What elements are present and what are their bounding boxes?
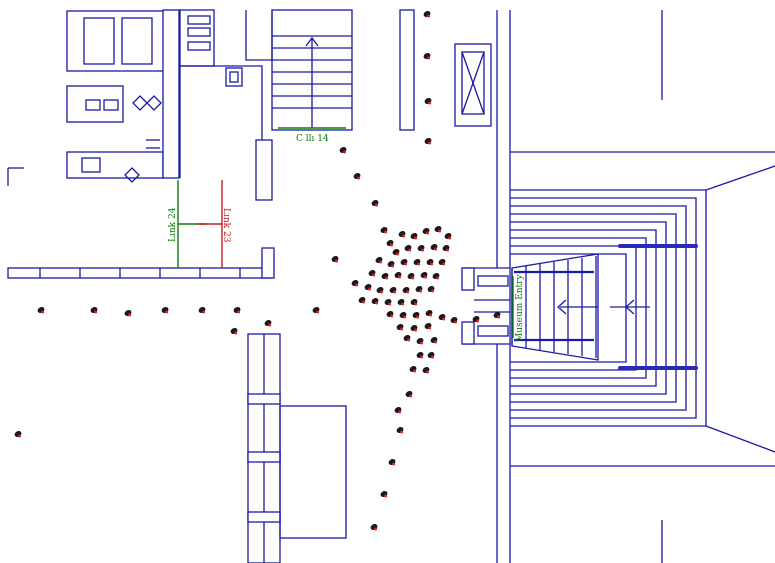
pedestrian-agent — [380, 226, 388, 234]
pedestrian-agent — [412, 311, 420, 319]
pedestrian-agent — [416, 351, 424, 359]
pedestrian-agent — [427, 351, 435, 359]
pedestrian-agent — [434, 225, 442, 233]
pedestrian-agent — [394, 271, 402, 279]
pedestrian-agent — [416, 337, 424, 345]
pedestrian-agent — [409, 365, 417, 373]
pedestrian-agent — [381, 272, 389, 280]
pedestrian-agent — [410, 232, 418, 240]
pedestrian-agent — [423, 10, 431, 18]
pedestrian-agent — [403, 334, 411, 342]
pedestrian-agent — [444, 232, 452, 240]
pedestrian-agent — [420, 271, 428, 279]
pedestrian-agent — [351, 279, 359, 287]
pedestrian-agent — [388, 458, 396, 466]
pedestrian-agent — [425, 309, 433, 317]
pedestrian-agent — [198, 306, 206, 314]
gate-museum-entry: Museum Entry — [512, 274, 525, 342]
right-building — [454, 10, 663, 563]
gate-link-23-label: Lınk 23 — [221, 208, 231, 243]
pedestrian-agent — [402, 286, 410, 294]
pedestrian-agent — [399, 311, 407, 319]
pedestrian-agent — [424, 137, 432, 145]
central-core — [7, 9, 415, 279]
pedestrian-agent — [472, 315, 480, 323]
pedestrian-agent — [427, 285, 435, 293]
pedestrian-agent — [387, 260, 395, 268]
pedestrian-agent — [438, 313, 446, 321]
pedestrian-agent — [417, 244, 425, 252]
pedestrian-agent — [422, 227, 430, 235]
pedestrian-agent — [230, 327, 238, 335]
pedestrian-agent — [371, 199, 379, 207]
pedestrian-agent — [376, 286, 384, 294]
pedestrian-agent — [90, 306, 98, 314]
pedestrian-agent — [404, 244, 412, 252]
pedestrian-agent — [438, 258, 446, 266]
pedestrian-agent — [410, 324, 418, 332]
pedestrian-agent — [264, 319, 272, 327]
pedestrian-agent — [233, 306, 241, 314]
pedestrian-agent — [384, 298, 392, 306]
pedestrian-agent — [161, 306, 169, 314]
gate-top: C llı 14 — [278, 127, 346, 144]
pedestrian-agent — [398, 230, 406, 238]
pedestrian-agent — [432, 272, 440, 280]
pedestrian-agent — [424, 97, 432, 105]
pedestrian-agent — [331, 255, 339, 263]
pedestrian-agent — [380, 490, 388, 498]
pedestrian-agent — [358, 296, 366, 304]
pedestrian-agent — [353, 172, 361, 180]
pedestrian-agents — [14, 10, 501, 531]
grand-staircase — [510, 151, 775, 467]
pedestrian-agent — [405, 390, 413, 398]
pedestrian-agent — [368, 269, 376, 277]
pedestrian-agent — [371, 297, 379, 305]
entrance-vestibule — [461, 267, 511, 345]
pedestrian-agent — [370, 523, 378, 531]
pedestrian-agent — [426, 258, 434, 266]
pedestrian-agent — [400, 258, 408, 266]
pedestrian-agent — [37, 306, 45, 314]
upper-left-rooms — [7, 10, 170, 186]
pedestrian-agent — [312, 306, 320, 314]
pedestrian-agent — [396, 426, 404, 434]
pedestrian-agent — [410, 298, 418, 306]
gate-link-23: Lınk 23 — [198, 180, 231, 268]
lower-left-building — [247, 333, 347, 563]
pedestrian-agent — [415, 285, 423, 293]
pedestrian-agent — [392, 248, 400, 256]
pedestrian-agent — [364, 283, 372, 291]
pedestrian-agent — [396, 323, 404, 331]
gate-top-label: C llı 14 — [296, 134, 329, 144]
pedestrian-agent — [394, 406, 402, 414]
pedestrian-agent — [422, 366, 430, 374]
pedestrian-agent — [124, 309, 132, 317]
pedestrian-agent — [397, 298, 405, 306]
pedestrian-agent — [389, 286, 397, 294]
gate-link-24-label: Lınk 24 — [168, 207, 178, 242]
pedestrian-agent — [450, 316, 458, 324]
gate-museum-entry-label: Museum Entry — [515, 274, 525, 342]
pedestrian-agent — [413, 258, 421, 266]
pedestrian-agent — [386, 239, 394, 247]
pedestrian-agent — [375, 256, 383, 264]
pedestrian-agent — [407, 272, 415, 280]
pedestrian-agent — [430, 336, 438, 344]
pedestrian-agent — [386, 310, 394, 318]
pedestrian-agent — [339, 146, 347, 154]
pedestrian-agent — [430, 243, 438, 251]
pedestrian-agent — [442, 244, 450, 252]
pedestrian-agent — [424, 322, 432, 330]
pedestrian-agent — [14, 430, 22, 438]
pedestrian-agent — [423, 52, 431, 60]
pedestrian-agent — [493, 311, 501, 319]
